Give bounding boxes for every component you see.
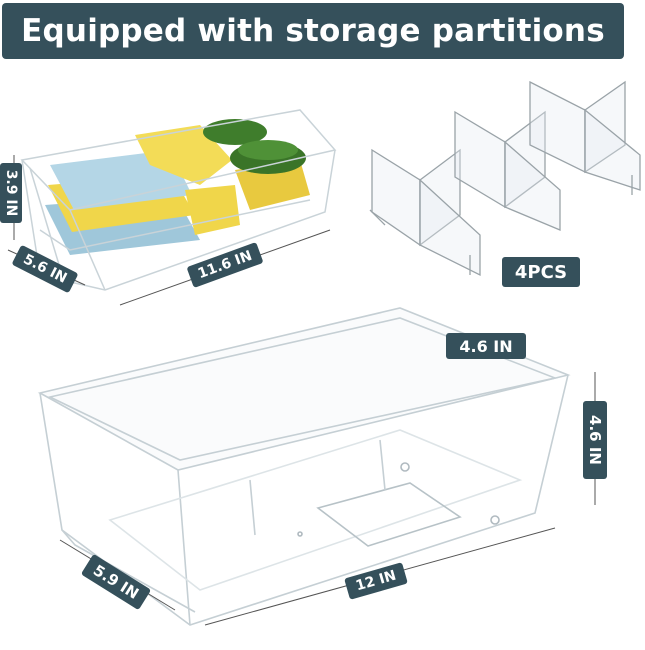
divider-partitions — [369, 80, 641, 277]
large-box-height-label: 4.6 IN — [583, 401, 607, 479]
sponge-stack — [45, 119, 310, 255]
small-box-height-label: 3.9 IN — [0, 163, 22, 223]
title-banner: Equipped with storage partitions — [2, 3, 624, 59]
small-container — [20, 109, 337, 291]
divider-count-label: 4PCS — [502, 257, 580, 287]
large-container — [37, 307, 571, 626]
large-box-top-label: 4.6 IN — [446, 333, 526, 359]
banner-title: Equipped with storage partitions — [21, 13, 605, 49]
